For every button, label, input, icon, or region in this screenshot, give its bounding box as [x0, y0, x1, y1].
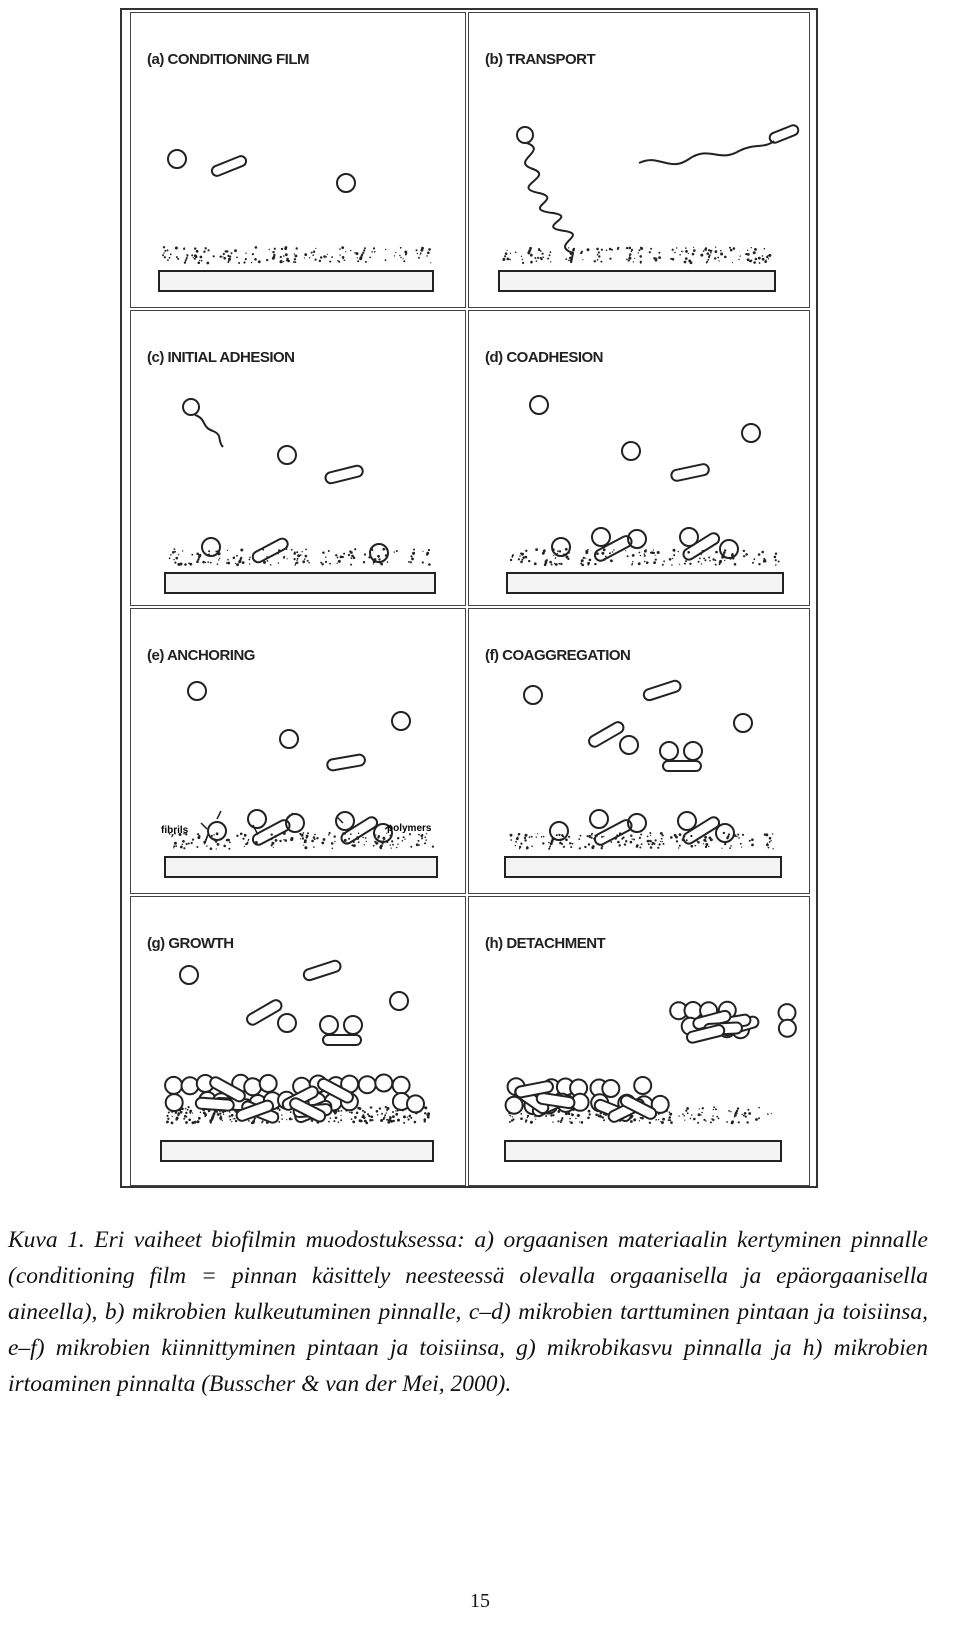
panel-e-anchoring: (e) ANCHORING fibrils polymers	[130, 608, 466, 894]
bacteria	[529, 395, 761, 562]
panel-d-illustration	[506, 395, 784, 594]
conditioning-film-dots	[168, 831, 434, 850]
spherical-bacteria	[167, 149, 356, 193]
panel-label-d: (d) COADHESION	[485, 349, 604, 366]
polymers-label: polymers	[387, 823, 432, 834]
panel-g-growth: (g) GROWTH	[130, 896, 466, 1186]
remaining-biofilm-cluster	[504, 1076, 670, 1123]
panel-label-b: (b) TRANSPORT	[485, 51, 596, 68]
panel-h-illustration	[504, 1000, 797, 1162]
conditioning-film-dots	[509, 831, 774, 850]
panel-c-illustration	[164, 398, 436, 594]
panel-label-e: (e) ANCHORING	[147, 647, 255, 664]
panel-d-coadhesion: (d) COADHESION	[468, 310, 810, 606]
page-number: 15	[470, 1590, 490, 1612]
substrate	[498, 270, 776, 292]
panel-a-conditioning-film: (a) CONDITIONING FILM	[130, 12, 466, 308]
panel-h-detachment: (h) DETACHMENT	[468, 896, 810, 1186]
substrate	[160, 1140, 434, 1162]
panel-label-f: (f) COAGGREGATION	[485, 647, 631, 664]
biofilm-matrix-dots	[165, 1106, 430, 1125]
biofilm-cluster	[164, 1073, 425, 1124]
detached-biofilm-cluster	[669, 1000, 797, 1044]
panel-b-transport: (b) TRANSPORT	[468, 12, 810, 308]
bacteria	[182, 398, 389, 564]
substrate	[164, 856, 438, 878]
panel-label-g: (g) GROWTH	[147, 935, 234, 952]
panel-a-illustration	[158, 149, 434, 292]
substrate	[164, 572, 436, 594]
substrate	[504, 1140, 782, 1162]
panel-f-illustration	[504, 679, 782, 878]
conditioning-film-dots	[162, 246, 432, 265]
fibrils-label: fibrils	[161, 825, 189, 836]
panel-c-initial-adhesion: (c) INITIAL ADHESION	[130, 310, 466, 606]
bacteria	[187, 681, 411, 846]
biofilm-matrix-dots	[508, 1105, 772, 1125]
bacteria	[523, 679, 753, 846]
panel-label-c: (c) INITIAL ADHESION	[147, 349, 295, 366]
bacteria	[179, 959, 409, 1046]
conditioning-film-dots	[168, 547, 431, 567]
panel-label-a: (a) CONDITIONING FILM	[147, 51, 310, 68]
figure-caption: Kuva 1. Eri vaiheet biofilmin muodostuks…	[8, 1227, 928, 1397]
flagellated-bacterium-path	[516, 124, 800, 264]
panel-f-coaggregation: (f) COAGGREGATION	[468, 608, 810, 894]
panel-g-illustration	[160, 959, 434, 1162]
panel-e-illustration: fibrils polymers	[161, 681, 438, 878]
biofilm-stages-figure: (a) CONDITIONING FILM (b) TRANSPORT	[120, 8, 818, 1188]
conditioning-film-dots	[509, 547, 780, 567]
conditioning-film-dots	[502, 246, 772, 265]
substrate	[504, 856, 782, 878]
panel-label-h: (h) DETACHMENT	[485, 935, 606, 952]
substrate	[158, 270, 434, 292]
panel-b-illustration	[498, 124, 800, 292]
substrate	[506, 572, 784, 594]
rod-bacteria	[210, 155, 248, 177]
